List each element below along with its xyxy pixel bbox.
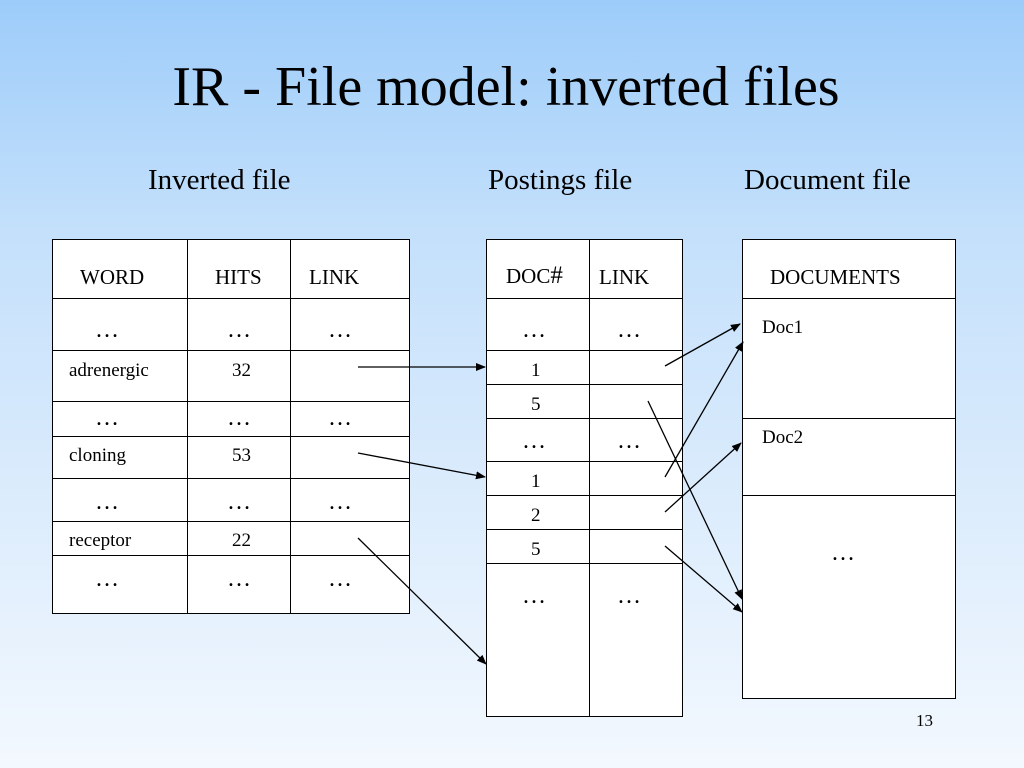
postings-file-table (486, 239, 683, 717)
arrow-posting-1-to-doc1 (664, 323, 741, 367)
document-file-label: Document file (744, 164, 911, 196)
document-table-grid (742, 298, 956, 496)
ellipsis: … (328, 566, 352, 592)
ellipsis: … (617, 428, 641, 454)
ellipsis: … (95, 489, 119, 515)
ellipsis: … (95, 405, 119, 431)
hits-cell: 32 (232, 360, 251, 381)
ellipsis: … (522, 428, 546, 454)
inverted-file-label: Inverted file (148, 164, 291, 196)
ellipsis: … (227, 566, 251, 592)
postings-file-label: Postings file (488, 164, 633, 196)
posting-doc-number: 5 (531, 539, 541, 560)
word-cell: receptor (69, 530, 132, 551)
header-doc-text: DOC (506, 264, 551, 288)
link-arrows (357, 323, 744, 665)
postings-table-grid (486, 239, 683, 717)
document-file-table (742, 239, 956, 699)
ellipsis: … (831, 540, 855, 566)
header-documents: DOCUMENTS (770, 265, 901, 289)
header-link: LINK (309, 265, 360, 289)
header-hits: HITS (215, 265, 262, 289)
page-number: 13 (916, 711, 933, 730)
ellipsis: … (617, 583, 641, 609)
ellipsis: … (227, 489, 251, 515)
arrow-posting-5-to-doc5 (647, 400, 743, 600)
ellipsis: … (522, 317, 546, 343)
inverted-table-grid (52, 239, 410, 614)
document-table-border (742, 239, 956, 699)
posting-doc-number: 5 (531, 394, 541, 415)
arrow-posting-2-to-doc2 (664, 442, 742, 513)
ellipsis: … (522, 583, 546, 609)
arrow-receptor-to-postings (357, 537, 487, 665)
header-doc-number: DOC# (506, 263, 563, 288)
arrow-cloning-to-postings (357, 452, 486, 480)
ellipsis: … (328, 405, 352, 431)
word-cell: adrenergic (69, 360, 149, 381)
inverted-file-table (52, 239, 410, 614)
arrow-posting-5b-to-doc5 (664, 545, 743, 613)
ellipsis: … (328, 317, 352, 343)
header-postings-link: LINK (599, 265, 650, 289)
hits-cell: 53 (232, 445, 251, 466)
ellipsis: … (95, 566, 119, 592)
inverted-table-border (52, 239, 410, 614)
posting-doc-number: 1 (531, 471, 541, 492)
ellipsis: … (328, 489, 352, 515)
arrow-posting-1b-to-doc1 (664, 341, 744, 478)
ellipsis: … (617, 317, 641, 343)
postings-table-border (486, 239, 683, 717)
word-cell: cloning (69, 445, 126, 466)
ellipsis: … (95, 317, 119, 343)
document-name: Doc1 (762, 317, 804, 338)
posting-doc-number: 2 (531, 505, 541, 526)
slide-title: IR - File model: inverted files (172, 56, 840, 118)
header-word: WORD (80, 265, 145, 289)
header-doc-hash: # (550, 262, 563, 289)
posting-doc-number: 1 (531, 360, 541, 381)
document-name: Doc2 (762, 427, 804, 448)
ellipsis: … (227, 405, 251, 431)
hits-cell: 22 (232, 530, 251, 551)
ellipsis: … (227, 317, 251, 343)
